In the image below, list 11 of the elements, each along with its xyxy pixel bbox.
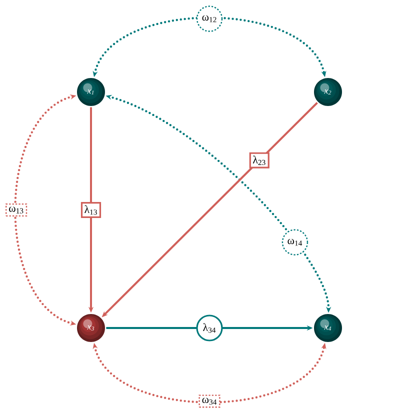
edge-label: ω$_{12}$ bbox=[196, 6, 223, 32]
edge-label: λ$_{23}$ bbox=[249, 152, 270, 168]
sphere-node: x$_{4}$ bbox=[314, 314, 342, 342]
edge-label: ω$_{34}$ bbox=[198, 394, 220, 408]
sphere-node: x$_{3}$ bbox=[77, 314, 105, 342]
edge-label: λ$_{13}$ bbox=[80, 202, 102, 218]
edge-label: ω$_{14}$ bbox=[282, 229, 308, 256]
edge-label: ω$_{13}$ bbox=[6, 203, 28, 217]
sphere-node: x$_{2}$ bbox=[314, 78, 342, 106]
edge-label: λ$_{34}$ bbox=[196, 314, 223, 342]
sphere-node: x$_{1}$ bbox=[77, 78, 105, 106]
